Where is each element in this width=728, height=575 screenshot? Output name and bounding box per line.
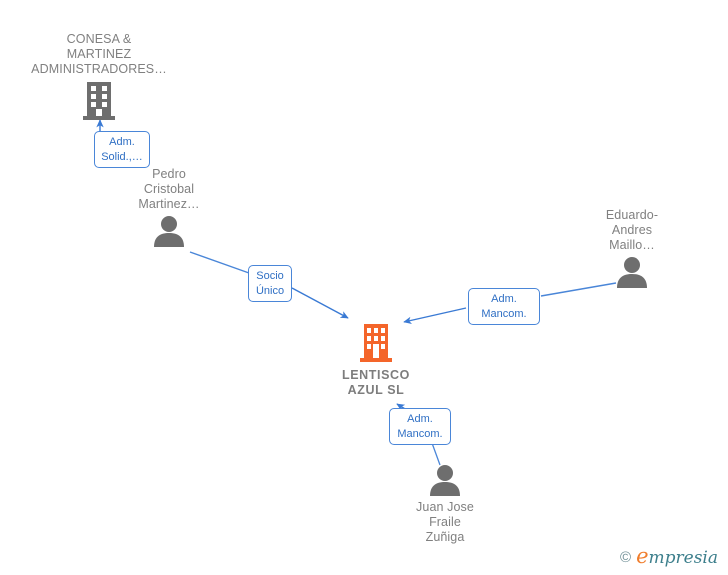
edge-label-adm-solid-line1: Adm. <box>109 136 135 148</box>
edge-label-mancom-right-line2: Mancom. <box>481 307 527 320</box>
node-eduardo-andres-maillo[interactable]: Eduardo- Andres Maillo… <box>557 208 707 288</box>
empresia-logo-initial: e <box>636 544 649 568</box>
node-conesa-martinez[interactable]: CONESA & MARTINEZ ADMINISTRADORES… <box>24 32 174 122</box>
node-conesa-label: CONESA & MARTINEZ ADMINISTRADORES… <box>31 32 167 76</box>
building-icon <box>83 82 115 120</box>
node-conesa-icon-wrap <box>24 80 174 122</box>
node-juanjose-label: Juan Jose Fraile Zuñiga <box>416 500 474 544</box>
empresia-logo-rest: mpresia <box>648 548 719 568</box>
copyright-icon: © <box>620 549 632 566</box>
node-juanjose-icon-wrap <box>370 464 520 496</box>
node-juan-jose-fraile-zuniga[interactable]: Juan Jose Fraile Zuñiga <box>370 464 520 545</box>
edge-label-socio-line2: Único <box>255 284 285 297</box>
node-eduardo-icon-wrap <box>557 256 707 288</box>
node-lentisco-azul-sl[interactable]: LENTISCO AZUL SL <box>301 322 451 398</box>
watermark: © empresia <box>620 546 719 568</box>
person-icon <box>617 257 647 288</box>
edge-label-adm-mancom-right[interactable]: Adm. Mancom. <box>468 288 540 325</box>
building-icon <box>360 324 392 362</box>
node-eduardo-label: Eduardo- Andres Maillo… <box>605 208 659 252</box>
empresia-logo: empresia <box>636 546 719 568</box>
edge-label-mancom-right-line1: Adm. <box>491 293 517 305</box>
edge-label-mancom-bottom-line1: Adm. <box>407 413 433 425</box>
edge-label-mancom-bottom-line2: Mancom. <box>397 427 443 440</box>
edge-label-socio-line1: Socio <box>256 270 284 282</box>
person-icon <box>430 465 460 496</box>
node-pedro-label: Pedro Cristobal Martinez… <box>138 167 200 211</box>
person-icon <box>154 216 184 247</box>
node-pedro-cristobal-martinez[interactable]: Pedro Cristobal Martinez… <box>94 167 244 247</box>
node-lentisco-icon-wrap <box>301 322 451 364</box>
edge-label-socio-unico[interactable]: Socio Único <box>248 265 292 302</box>
edge-label-adm-solid[interactable]: Adm. Solid.,… <box>94 131 150 168</box>
edge-label-adm-solid-line2: Solid.,… <box>101 150 143 163</box>
edge-label-adm-mancom-bottom[interactable]: Adm. Mancom. <box>389 408 451 445</box>
node-pedro-icon-wrap <box>94 215 244 247</box>
node-lentisco-label: LENTISCO AZUL SL <box>342 368 410 397</box>
